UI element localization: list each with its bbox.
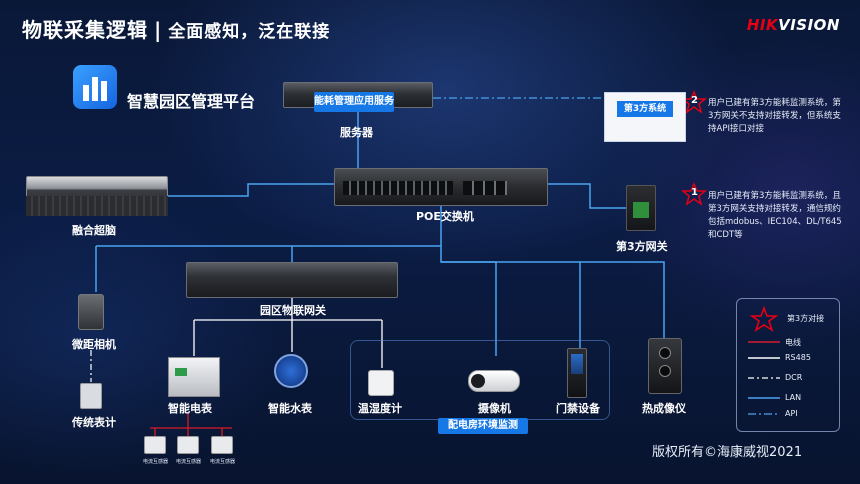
title-separator: | (154, 18, 163, 42)
server-device[interactable]: 能耗管理应用服务 (283, 82, 433, 112)
current-transformer-2[interactable] (177, 436, 199, 454)
switch-ports (343, 181, 453, 195)
page-title: 物联采集逻辑|全面感知，泛在联接 (22, 14, 330, 43)
macro-camera-device[interactable] (78, 294, 104, 330)
platform-label: 智慧园区管理平台 (127, 92, 256, 111)
smart-meter-label: 智能电表 (168, 402, 212, 415)
door-label: 门禁设备 (556, 402, 600, 415)
thermal-camera-device[interactable] (648, 338, 682, 394)
thermo-hygrometer-device[interactable] (368, 370, 394, 396)
third-system-tag: 第3方系统 (617, 101, 673, 117)
third-system-thumbnail[interactable]: 第3方系统 (604, 92, 686, 142)
park-iot-gateway-device[interactable] (186, 262, 398, 298)
camera-device[interactable] (468, 370, 520, 392)
thermo-label: 温湿度计 (358, 402, 402, 415)
server-tag: 能耗管理应用服务 (314, 92, 394, 112)
fusion-label: 融合超脑 (72, 224, 116, 237)
ct-label-2: 电流互感器 (176, 459, 202, 465)
traditional-meter-label: 传统表计 (72, 416, 116, 429)
server-label: 服务器 (340, 126, 373, 139)
legend-lan: LAN (785, 393, 802, 402)
smart-water-meter-device[interactable] (274, 354, 308, 388)
title-subtitle: 全面感知，泛在联接 (168, 22, 331, 42)
env-monitor-tag: 配电房环境监测 (438, 418, 528, 434)
legend-rs485: RS485 (785, 353, 811, 362)
legend-api: API (785, 409, 798, 418)
title-main: 物联采集逻辑 (22, 18, 148, 42)
park-gateway-label: 园区物联网关 (260, 304, 326, 317)
note-1-text: 用户已建有第3方能耗监测系统，且第3方网关支持对接转发，通信规约包括mdobus… (708, 191, 842, 240)
third-gateway-device[interactable] (626, 185, 656, 231)
ct-label-3: 电流互感器 (210, 459, 236, 465)
access-control-device[interactable] (567, 348, 587, 398)
building-icon (73, 65, 117, 109)
current-transformer-1[interactable] (144, 436, 166, 454)
legend-third-party: 第3方对接 (787, 314, 825, 323)
thermal-label: 热成像仪 (642, 402, 686, 415)
legend-dcr: DCR (785, 373, 803, 382)
poe-switch-device[interactable] (334, 168, 548, 206)
copyright: 版权所有©海康威视2021 (652, 445, 803, 460)
switch-sfp-ports (463, 181, 507, 195)
ct-label-1: 电流互感器 (143, 459, 169, 465)
third-gateway-label: 第3方网关 (616, 240, 668, 253)
traditional-meter-device[interactable] (80, 383, 102, 409)
hikvision-logo: HIKVISION (746, 16, 840, 34)
switch-label: POE交换机 (416, 210, 474, 223)
camera-label: 摄像机 (478, 402, 511, 415)
current-transformer-3[interactable] (211, 436, 233, 454)
macro-camera-label: 微距相机 (72, 338, 116, 351)
fusion-brain-vents (26, 196, 168, 216)
legend: 第3方对接 电线 RS485 DCR LAN API (736, 298, 840, 432)
note-2-text: 用户已建有第3方能耗监测系统，第3方网关不支持对接转发，但系统支持API接口对接 (708, 98, 841, 134)
note-1-badge: 1 (691, 187, 698, 198)
smart-meter-device[interactable] (168, 357, 220, 397)
smart-water-label: 智能水表 (268, 402, 312, 415)
legend-wire: 电线 (785, 338, 801, 347)
note-2-badge: 2 (691, 95, 698, 106)
